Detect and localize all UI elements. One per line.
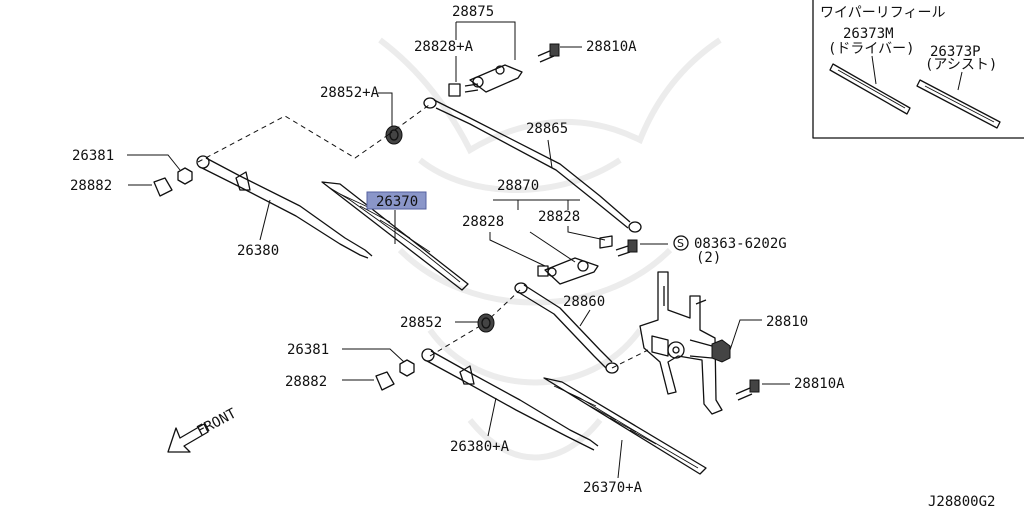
refill-driver-strip xyxy=(829,63,911,115)
grommet-28852 xyxy=(477,313,495,333)
inset-assist-part: 26373P xyxy=(930,44,981,60)
label-28828-left: 28828 xyxy=(462,214,504,230)
label-28810A-top: 28810A xyxy=(586,39,637,55)
inset-title: ワイパーリフィール xyxy=(820,5,945,21)
label-28852: 28852 xyxy=(400,315,442,331)
front-label: FRONT xyxy=(194,405,239,439)
bolt-28810A-top xyxy=(537,43,560,63)
wiper-motor-frame-28810 xyxy=(639,271,731,415)
link-rod-28860 xyxy=(514,282,619,374)
label-26370A: 26370+A xyxy=(583,480,643,496)
wiper-arm-26380 xyxy=(196,155,373,259)
label-28810: 28810 xyxy=(766,314,808,330)
label-26370: 26370 xyxy=(376,194,418,210)
inset-assist-label: (アシスト) xyxy=(925,57,997,73)
nut-26381-top xyxy=(177,167,193,185)
label-28810A-bottom: 28810A xyxy=(794,376,845,392)
label-28828-right: 28828 xyxy=(538,209,580,225)
label-28882-top: 28882 xyxy=(70,178,112,194)
label-28865: 28865 xyxy=(526,121,568,137)
refill-assist-strip xyxy=(916,79,1001,129)
wiper-blade-26370 xyxy=(321,181,469,291)
diagram-code: J28800G2 xyxy=(928,494,995,510)
inset-driver-part: 26373M xyxy=(843,26,894,42)
label-26381-top: 26381 xyxy=(72,148,114,164)
nut-26381-bottom xyxy=(399,359,415,377)
refill-inset: ワイパーリフィール 26373M (ドライバー) 26373P (アシスト) xyxy=(812,0,1024,139)
wiper-blade-26370A xyxy=(543,377,707,475)
label-08363: 08363-6202G xyxy=(694,236,787,252)
cap-28882-top xyxy=(153,177,173,197)
pivot-bracket-lower xyxy=(537,235,613,285)
label-28860: 28860 xyxy=(563,294,605,310)
label-28852A: 28852+A xyxy=(320,85,380,101)
label-28828A: 28828+A xyxy=(414,39,474,55)
pivot-bracket-upper xyxy=(448,64,523,97)
front-arrow-icon xyxy=(167,423,209,453)
screw-08363 xyxy=(615,239,638,257)
wiper-arm-26380A xyxy=(421,348,599,451)
label-26380A: 26380+A xyxy=(450,439,510,455)
label-26370-highlight xyxy=(366,191,427,210)
cap-28882-bottom xyxy=(375,371,395,391)
label-26380: 26380 xyxy=(237,243,279,259)
label-08363-qty: (2) xyxy=(696,250,721,266)
special-part-symbol: S xyxy=(673,235,689,251)
label-26381-bottom: 26381 xyxy=(287,342,329,358)
svg-text:S: S xyxy=(677,237,684,250)
watermark-emblem xyxy=(378,37,722,461)
link-rod-28865 xyxy=(423,97,642,233)
grommet-28852A xyxy=(385,125,403,145)
label-28870: 28870 xyxy=(497,178,539,194)
label-28882-bottom: 28882 xyxy=(285,374,327,390)
bolt-28810A-bottom xyxy=(735,379,760,401)
label-28875: 28875 xyxy=(452,4,494,20)
inset-driver-label: (ドライバー) xyxy=(828,41,915,57)
